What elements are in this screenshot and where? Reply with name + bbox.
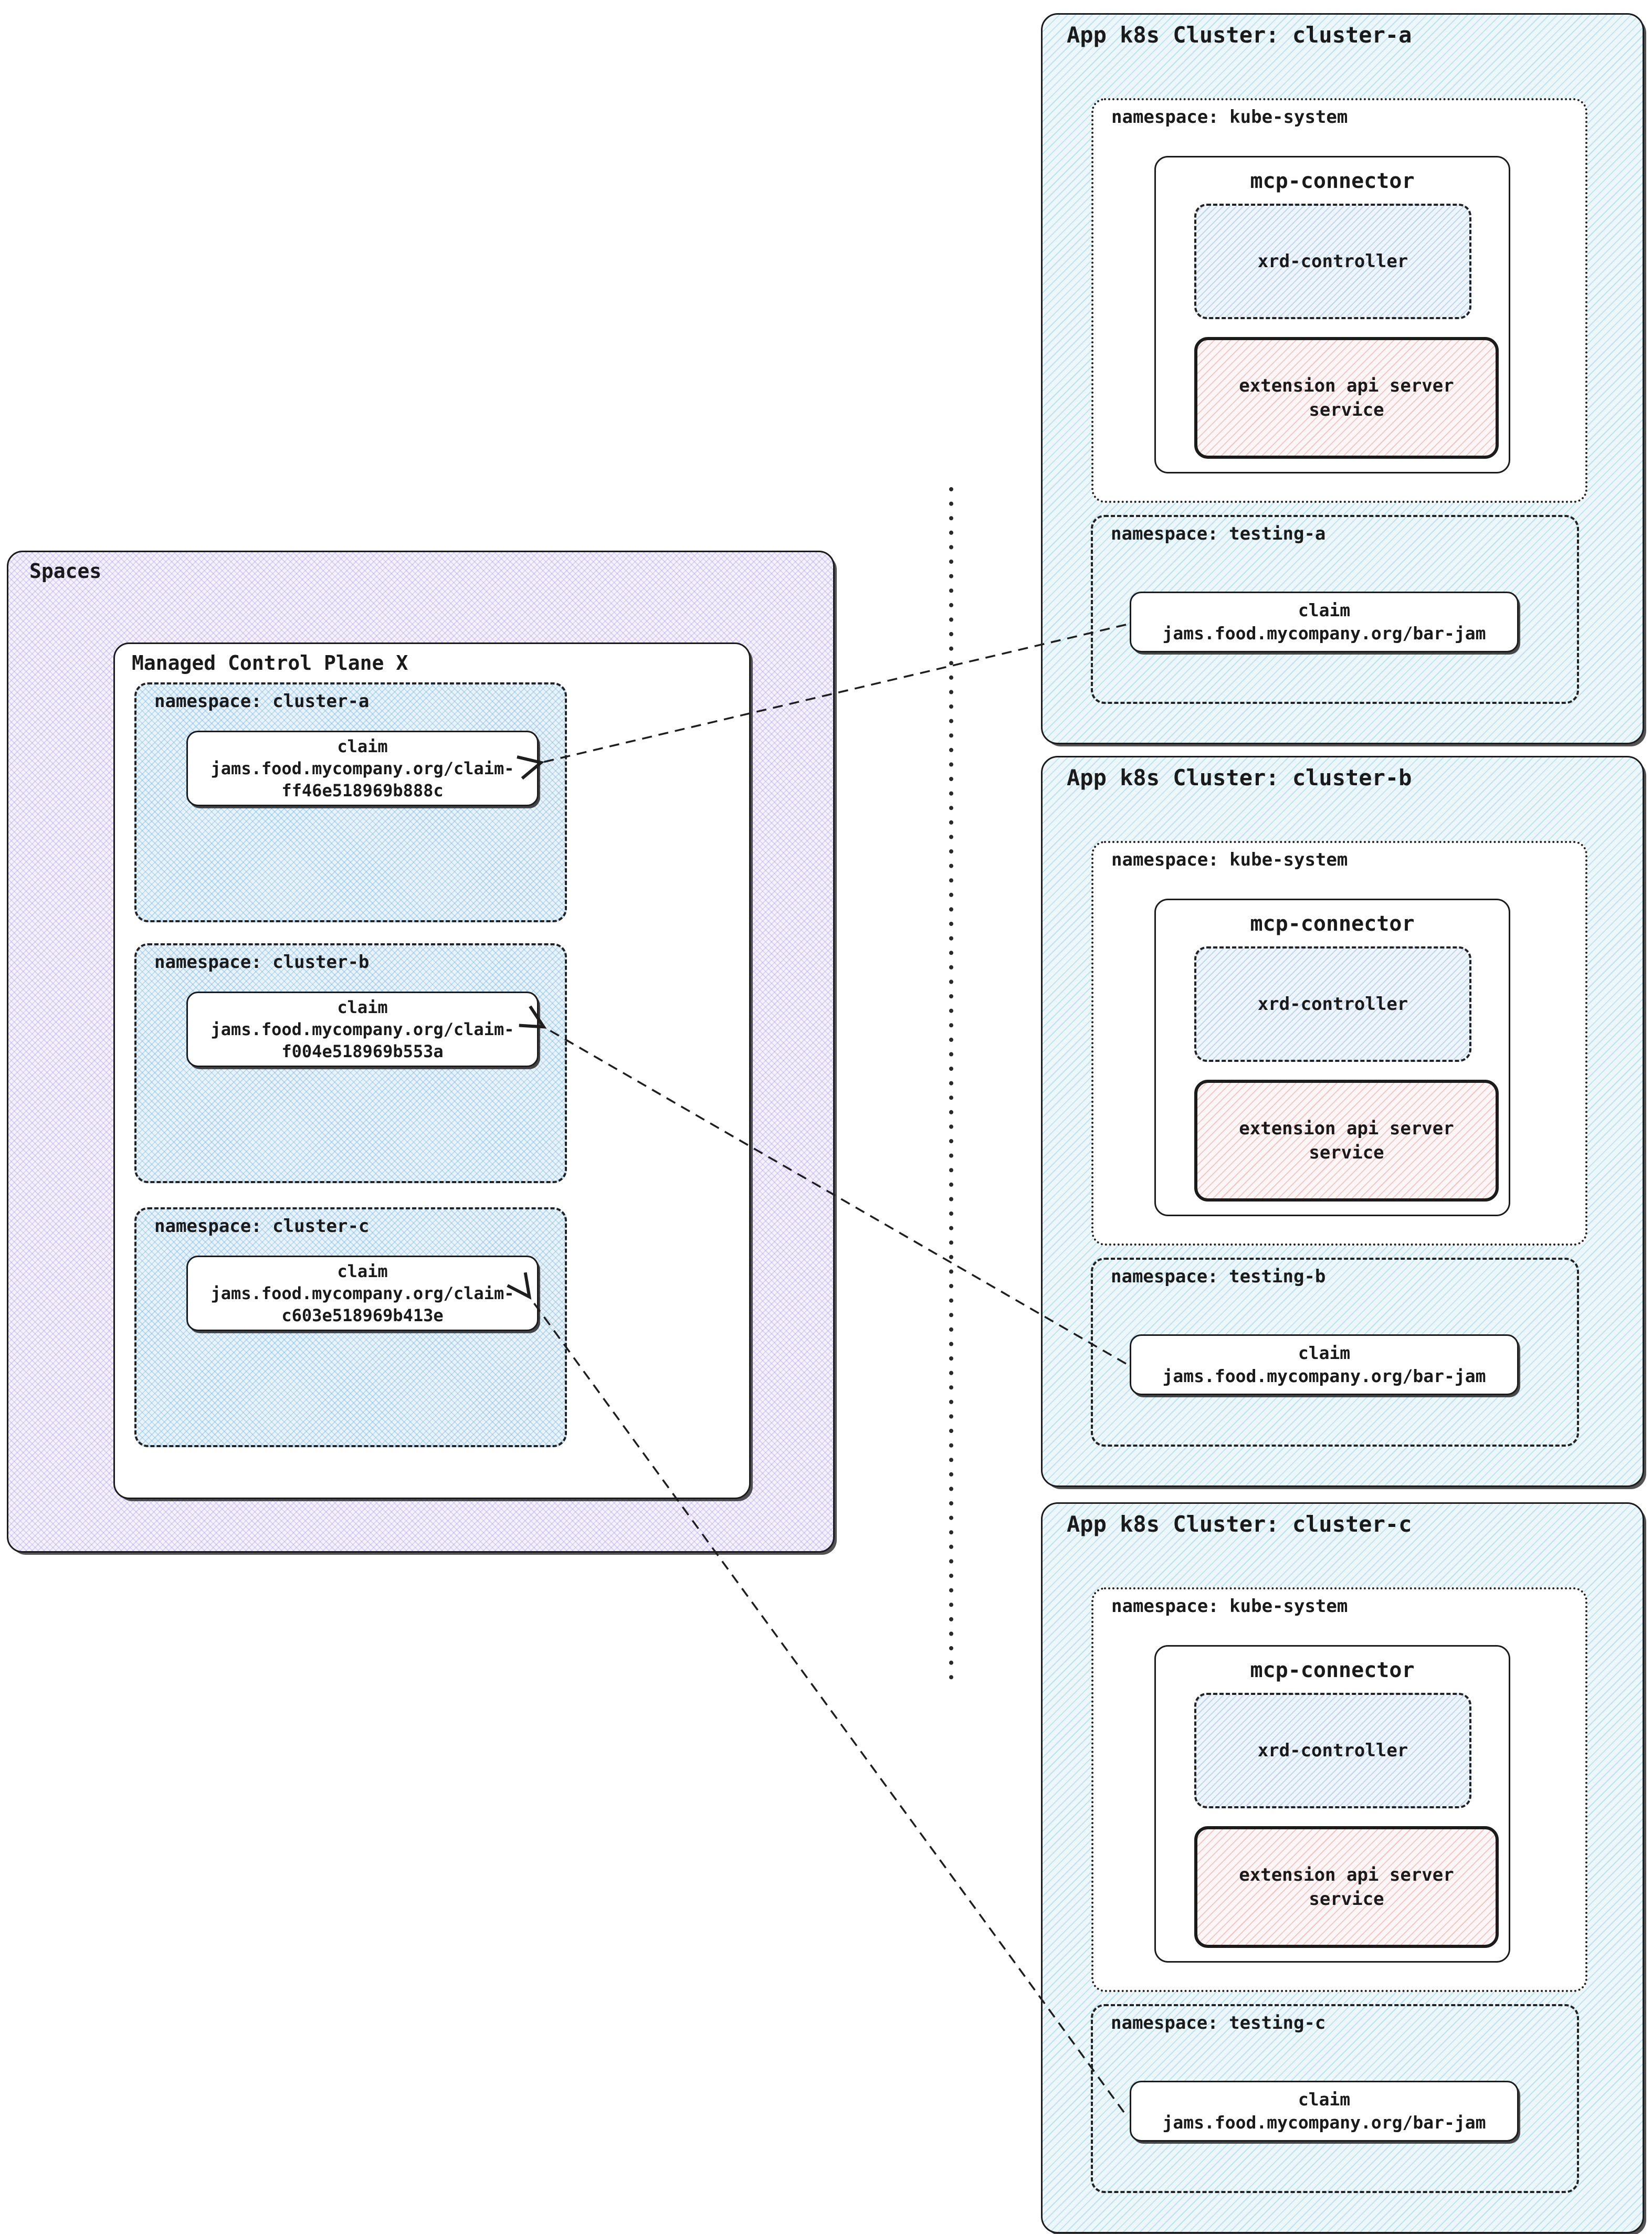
claim-bar-jam-a-box: claim jams.food.mycompany.org/bar-jam	[1130, 592, 1519, 652]
kube-system-label: namespace: kube-system	[1111, 849, 1348, 870]
namespace-cluster-c-box: namespace: cluster-c claim jams.food.myc…	[134, 1207, 567, 1447]
claim-line2: ff46e518969b888c	[281, 781, 444, 800]
claim-title: claim	[337, 736, 388, 756]
mcp-connector-box: mcp-connector xrd-controller extension a…	[1154, 899, 1510, 1216]
claim-line1: jams.food.mycompany.org/claim-	[211, 758, 514, 778]
testing-a-label: namespace: testing-a	[1111, 523, 1326, 544]
testing-a-namespace-box: namespace: testing-a claim jams.food.myc…	[1091, 515, 1579, 704]
mcp-connector-label: mcp-connector	[1250, 912, 1415, 936]
kube-system-label: namespace: kube-system	[1111, 107, 1348, 128]
claim-title: claim	[1298, 600, 1351, 620]
kube-system-namespace-box: namespace: kube-system mcp-connector xrd…	[1091, 1587, 1587, 1992]
app-cluster-c-title: App k8s Cluster: cluster-c	[1067, 1511, 1412, 1537]
claim-line2: f004e518969b553a	[281, 1041, 444, 1061]
xrd-controller-box: xrd-controller	[1194, 1693, 1471, 1808]
app-cluster-a-title: App k8s Cluster: cluster-a	[1067, 22, 1412, 48]
extension-api-server-label: extension api server service	[1239, 1118, 1454, 1163]
namespace-cluster-c-label: namespace: cluster-c	[154, 1216, 370, 1237]
testing-b-label: namespace: testing-b	[1111, 1266, 1326, 1287]
mcp-connector-label: mcp-connector	[1250, 169, 1415, 193]
claim-cluster-a-box: claim jams.food.mycompany.org/claim- ff4…	[186, 731, 539, 806]
namespace-cluster-b-box: namespace: cluster-b claim jams.food.myc…	[134, 943, 567, 1183]
claim-title: claim	[337, 1261, 388, 1281]
xrd-controller-label: xrd-controller	[1257, 994, 1408, 1015]
namespace-cluster-a-box: namespace: cluster-a claim jams.food.myc…	[134, 682, 567, 922]
claim-bar-jam-b-box: claim jams.food.mycompany.org/bar-jam	[1130, 1334, 1519, 1395]
namespace-cluster-a-label: namespace: cluster-a	[154, 691, 370, 712]
xrd-controller-label: xrd-controller	[1257, 251, 1408, 272]
testing-c-label: namespace: testing-c	[1111, 2012, 1326, 2033]
extension-api-server-label: extension api server service	[1239, 1864, 1454, 1910]
claim-line1: jams.food.mycompany.org/claim-	[211, 1283, 514, 1303]
spaces-label: Spaces	[29, 560, 102, 583]
kube-system-label: namespace: kube-system	[1111, 1596, 1348, 1617]
claim-bar-jam-c-box: claim jams.food.mycompany.org/bar-jam	[1130, 2081, 1519, 2142]
kube-system-namespace-box: namespace: kube-system mcp-connector xrd…	[1091, 98, 1587, 503]
testing-c-namespace-box: namespace: testing-c claim jams.food.myc…	[1091, 2004, 1579, 2193]
namespace-cluster-b-label: namespace: cluster-b	[154, 952, 370, 973]
claim-title: claim	[337, 997, 388, 1017]
extension-api-server-label: extension api server service	[1239, 375, 1454, 420]
xrd-controller-box: xrd-controller	[1194, 204, 1471, 319]
testing-b-namespace-box: namespace: testing-b claim jams.food.myc…	[1091, 1258, 1579, 1447]
mcp-connector-box: mcp-connector xrd-controller extension a…	[1154, 156, 1510, 473]
claim-value: jams.food.mycompany.org/bar-jam	[1162, 623, 1486, 644]
extension-api-server-box: extension api server service	[1194, 1080, 1499, 1202]
app-cluster-b-box: App k8s Cluster: cluster-b namespace: ku…	[1041, 756, 1644, 1487]
claim-value: jams.food.mycompany.org/bar-jam	[1162, 2112, 1486, 2133]
claim-cluster-b-box: claim jams.food.mycompany.org/claim- f00…	[186, 992, 539, 1067]
app-cluster-c-box: App k8s Cluster: cluster-c namespace: ku…	[1041, 1502, 1644, 2233]
claim-line2: c603e518969b413e	[281, 1305, 444, 1325]
mcp-connector-label: mcp-connector	[1250, 1658, 1415, 1682]
claim-title: claim	[1298, 2089, 1351, 2110]
claim-value: jams.food.mycompany.org/bar-jam	[1162, 1366, 1486, 1386]
extension-api-server-box: extension api server service	[1194, 337, 1499, 459]
extension-api-server-box: extension api server service	[1194, 1826, 1499, 1948]
claim-title: claim	[1298, 1343, 1351, 1363]
claim-cluster-c-box: claim jams.food.mycompany.org/claim- c60…	[186, 1256, 539, 1331]
managed-control-plane-label: Managed Control Plane X	[132, 651, 408, 675]
xrd-controller-label: xrd-controller	[1257, 1740, 1408, 1761]
app-cluster-a-box: App k8s Cluster: cluster-a namespace: ku…	[1041, 13, 1644, 744]
claim-line1: jams.food.mycompany.org/claim-	[211, 1019, 514, 1039]
kube-system-namespace-box: namespace: kube-system mcp-connector xrd…	[1091, 841, 1587, 1246]
mcp-connector-box: mcp-connector xrd-controller extension a…	[1154, 1645, 1510, 1963]
xrd-controller-box: xrd-controller	[1194, 946, 1471, 1062]
app-cluster-b-title: App k8s Cluster: cluster-b	[1067, 765, 1412, 791]
